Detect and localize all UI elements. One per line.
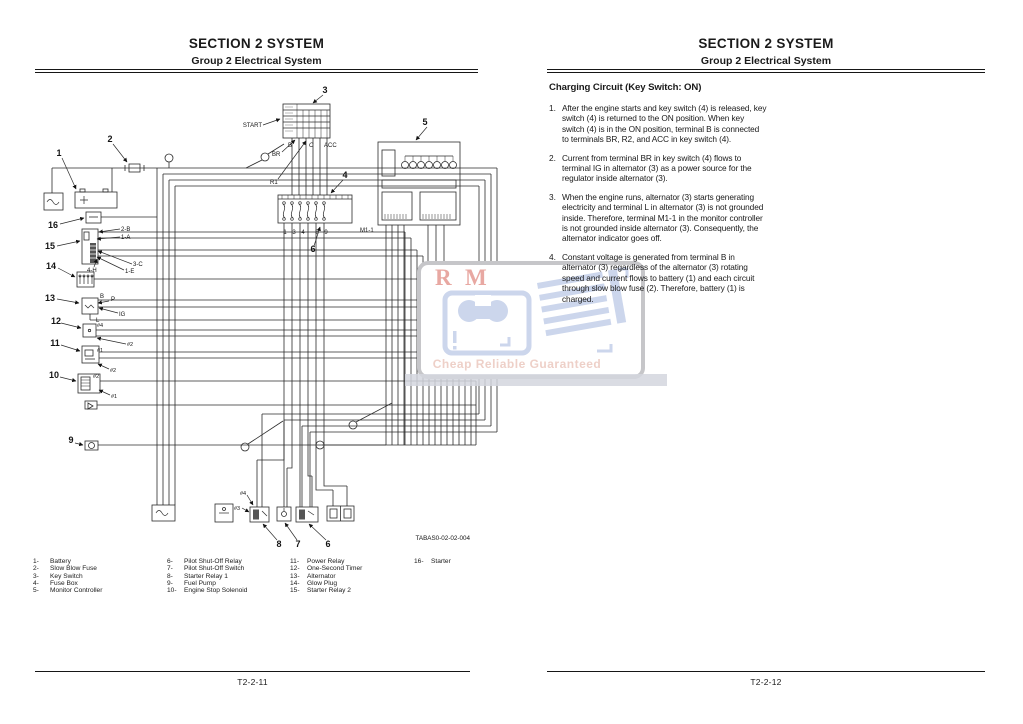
label-terminal-c: C <box>309 143 314 149</box>
key-switch <box>282 103 331 139</box>
fuse-number-3: 3 <box>292 230 296 236</box>
label-m1-1: M1-1 <box>360 228 374 234</box>
label-pin4-timer: #4 <box>97 323 103 329</box>
label-start: START <box>243 123 262 129</box>
callout-11: 11 <box>50 338 60 348</box>
callout-6: 6 <box>325 539 330 549</box>
terminal-box <box>326 505 355 522</box>
label-1e: 1-E <box>125 269 134 275</box>
label-alt-p: P <box>111 297 115 303</box>
callout-3: 3 <box>322 85 327 95</box>
callout-12: 12 <box>51 316 61 326</box>
fuse-number-1: 1 <box>283 230 287 236</box>
label-alt-ig: IG <box>119 312 126 318</box>
power-relay <box>81 345 100 364</box>
callout-8: 8 <box>276 539 281 549</box>
one-second-timer <box>82 323 97 338</box>
wire-label-6: 6 <box>310 244 315 254</box>
watermark-logo-icon <box>442 267 629 356</box>
engine-stop-solenoid <box>77 373 101 410</box>
callout-7: 7 <box>295 539 300 549</box>
callout-4: 4 <box>342 170 347 180</box>
label-pin2-solenoid: #2 <box>93 374 99 380</box>
label-terminal-acc: ACC <box>324 143 337 149</box>
watermark-bar <box>405 374 667 386</box>
watermark-tagline: Cheap Reliable Guaranteed <box>432 357 602 371</box>
label-terminal-br: BR <box>272 152 281 158</box>
callout-arrows <box>56 94 428 541</box>
label-1a: 1-A <box>121 235 130 241</box>
label-alt-b: B <box>100 294 104 300</box>
wire-harness <box>51 138 498 507</box>
fuse-number-4: 4 <box>301 230 305 236</box>
label-3c: 3-C <box>133 262 143 268</box>
label-pin1-solenoid: #1 <box>111 394 117 400</box>
label-2b: 2-B <box>121 227 130 233</box>
figure-code: TABAS0-02-02-004 <box>416 535 471 542</box>
label-terminal-b: B <box>288 143 292 149</box>
starter-relay-2 <box>81 228 99 265</box>
callout-13: 13 <box>45 293 55 303</box>
watermark-letter-r: R <box>435 265 452 290</box>
battery <box>74 188 118 209</box>
starter-relay-box <box>85 211 102 224</box>
callout-1: 1 <box>56 148 61 158</box>
label-pin2-relay: #2 <box>110 368 116 374</box>
monitor-controller <box>377 141 461 226</box>
connector-box-2 <box>214 503 234 523</box>
slow-blow-fuse <box>124 163 145 173</box>
label-pin3-starter-relay: #3 <box>234 506 240 512</box>
callout-2: 2 <box>107 134 112 144</box>
callout-5: 5 <box>422 117 427 127</box>
connector-box-1 <box>151 504 176 522</box>
label-4h: 4-H <box>87 268 97 274</box>
fuse-number-8: 8 <box>315 230 319 236</box>
glow-plug <box>76 271 95 288</box>
starter-motor <box>43 192 64 211</box>
callout-16: 16 <box>48 220 58 230</box>
label-pin1-relay: #1 <box>97 348 103 354</box>
fuse-box <box>277 194 353 224</box>
label-terminal-r1: R1 <box>270 180 278 186</box>
watermark-letter-m: M <box>465 265 487 290</box>
label-pin2-timer: #2 <box>127 342 133 348</box>
label-alt-l: L <box>96 318 100 324</box>
alternator <box>81 297 99 315</box>
callout-14: 14 <box>46 261 56 271</box>
callout-10: 10 <box>49 370 59 380</box>
pilot-shut-off-switch <box>276 506 292 522</box>
fuel-pump <box>84 440 99 451</box>
label-pin4-starter-relay: #4 <box>240 491 246 497</box>
fuse-number-9: 9 <box>324 230 328 236</box>
starter-relay-1 <box>249 506 270 523</box>
callout-15: 15 <box>45 241 55 251</box>
callout-9: 9 <box>68 435 73 445</box>
pilot-shut-off-relay <box>295 506 319 523</box>
